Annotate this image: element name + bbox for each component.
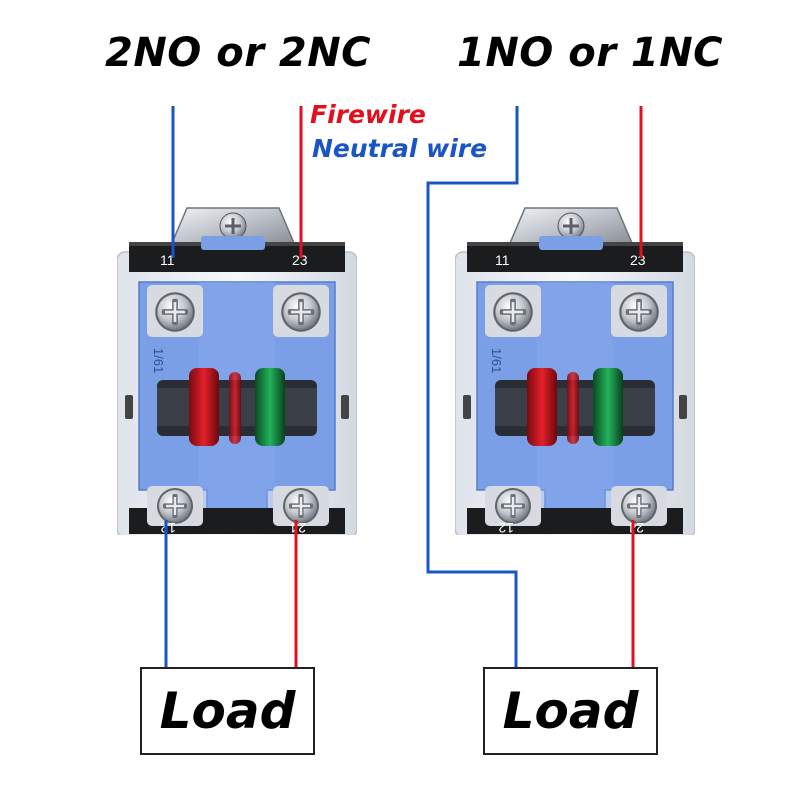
terminal-label-24: 24 <box>290 520 306 536</box>
terminal-label-12-right: 12 <box>498 520 514 536</box>
terminal-label-23-right: 23 <box>630 252 646 268</box>
body-label-left: 1/61 <box>151 348 166 373</box>
terminal-label-24-right: 24 <box>628 520 644 536</box>
load-box-right: Load <box>483 667 658 755</box>
load-box-left: Load <box>140 667 315 755</box>
terminal-label-12: 12 <box>160 520 176 536</box>
terminal-label-23: 23 <box>292 252 308 268</box>
terminal-label-11-right: 11 <box>495 252 510 268</box>
body-label-right: 1/61 <box>489 348 504 373</box>
legend-neutral-wire: Neutral wire <box>312 134 488 163</box>
legend-firewire: Firewire <box>310 100 426 129</box>
terminal-label-11: 11 <box>160 252 175 268</box>
neutral-wire-right-loop <box>426 106 519 668</box>
title-2no-2nc: 2NO or 2NC <box>105 30 372 76</box>
title-1no-1nc: 1NO or 1NC <box>457 30 724 76</box>
